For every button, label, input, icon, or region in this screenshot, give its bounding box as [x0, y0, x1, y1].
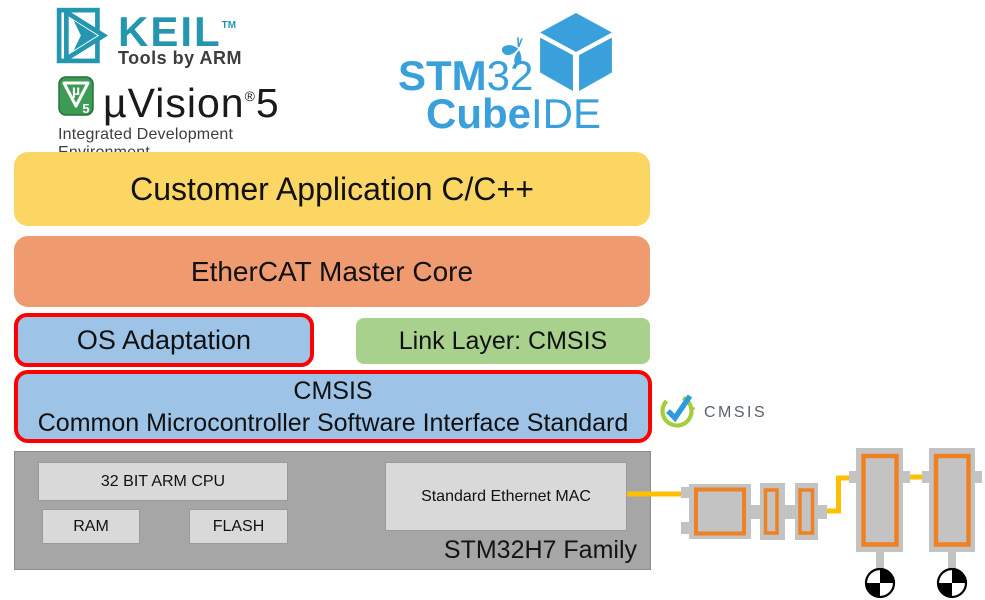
- drive-module-1: [849, 448, 910, 569]
- os-adaptation-label: OS Adaptation: [76, 324, 252, 355]
- cpu-label: 32 BIT ARM CPU: [100, 472, 226, 490]
- cmsis-box: CMSIS Common Microcontroller Software In…: [14, 370, 652, 443]
- cmsis-subtitle: Common Microcontroller Software Interfac…: [37, 408, 629, 437]
- ethercat-master-core-bar: EtherCAT Master Core: [14, 236, 650, 307]
- cmsis-check-icon: [660, 394, 695, 428]
- slave-module-2: [760, 483, 785, 540]
- bus-wire-step: [827, 475, 851, 514]
- keil-chevron-icon: [56, 7, 109, 64]
- uvision-logo: µ 5 µVision®5 Integrated Development Env…: [58, 76, 318, 161]
- link-layer-box: Link Layer: CMSIS: [356, 318, 650, 364]
- keil-title: KEILTM: [118, 8, 237, 55]
- svg-text:µ: µ: [72, 82, 80, 98]
- motor-symbol-1: [864, 567, 896, 599]
- flash-block: FLASH: [189, 509, 288, 544]
- cubeide-wordmark: CubeIDE: [426, 90, 602, 137]
- keil-tagline: Tools by ARM: [118, 48, 242, 68]
- bus-coupler-2: [785, 505, 795, 519]
- cmsis-badge: CMSIS: [658, 387, 788, 431]
- butterfly-icon: [501, 37, 523, 65]
- ram-label: RAM: [73, 517, 109, 535]
- stm32-wordmark: STM32: [398, 52, 534, 99]
- keil-logo: KEILTM Tools by ARM: [56, 6, 246, 68]
- slave-module-3: [795, 483, 827, 540]
- drive-module-2: [922, 448, 982, 569]
- svg-text:5: 5: [82, 101, 89, 116]
- slave-module-1: [681, 484, 751, 539]
- customer-application-label: Customer Application C/C++: [130, 170, 534, 207]
- ethercat-master-core-label: EtherCAT Master Core: [190, 255, 474, 287]
- cpu-block: 32 BIT ARM CPU: [38, 462, 288, 501]
- uvision-title: µVision®5: [103, 80, 280, 126]
- ethercat-bus-diagram: [627, 448, 982, 599]
- stm32h7-family-label: STM32H7 Family: [443, 536, 637, 564]
- stm32cubeide-logo: STM32 CubeIDE: [396, 12, 636, 137]
- keil-trademark: TM: [221, 20, 237, 31]
- uvision-registered: ®: [244, 88, 256, 104]
- ethernet-mac-label: Standard Ethernet MAC: [421, 487, 591, 505]
- ram-block: RAM: [42, 509, 140, 544]
- uvision-icon: µ 5: [58, 76, 94, 116]
- flash-label: FLASH: [212, 517, 265, 535]
- bus-coupler-1: [751, 505, 760, 519]
- link-layer-label: Link Layer: CMSIS: [398, 326, 608, 355]
- cmsis-badge-label: CMSIS: [704, 404, 768, 421]
- cube-icon: [540, 13, 612, 91]
- os-adaptation-box: OS Adaptation: [14, 313, 314, 367]
- customer-application-bar: Customer Application C/C++: [14, 152, 650, 226]
- motor-symbol-2: [936, 567, 968, 599]
- ethernet-mac-block: Standard Ethernet MAC: [385, 462, 627, 531]
- cmsis-title: CMSIS: [293, 376, 373, 405]
